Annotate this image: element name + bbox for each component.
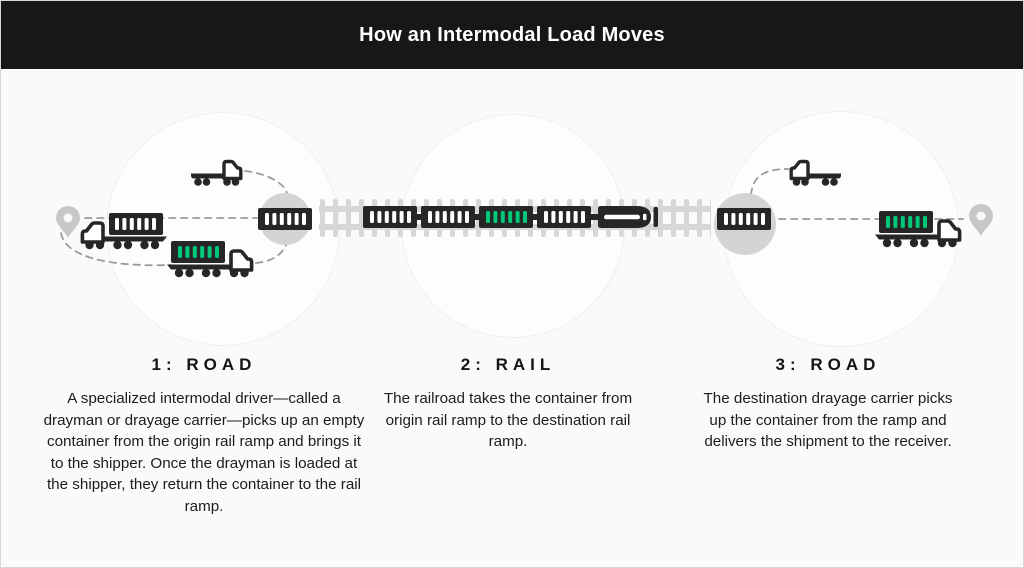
container-on-origin-ramp-icon — [258, 208, 312, 230]
stage-1-column: 1: ROAD A specialized intermodal driver—… — [39, 341, 369, 517]
destination-container-truck-icon — [875, 211, 960, 247]
stage-3-column: 3: ROAD The destination drayage carrier … — [703, 341, 953, 517]
empty-chassis-truck-icon — [189, 159, 243, 188]
illustration-area: 1: ROAD A specialized intermodal driver—… — [1, 69, 1023, 567]
stage-descriptions: 1: ROAD A specialized intermodal driver—… — [1, 341, 1023, 517]
intermodal-illustration — [56, 159, 993, 341]
stage-1-heading: 1: ROAD — [151, 355, 257, 374]
stage-2-column: 2: RAIL The railroad takes the container… — [383, 341, 633, 517]
intermodal-train-icon — [363, 206, 658, 228]
empty-chassis-truck-icon — [789, 159, 843, 188]
destination-pin-icon — [969, 204, 993, 236]
railcar-icon — [421, 206, 475, 228]
railcar-icon — [363, 206, 417, 228]
railcar-loaded-icon — [479, 206, 533, 228]
stage-3-description: The destination drayage carrier picks up… — [703, 390, 953, 451]
stage-1-description: A specialized intermodal driver—called a… — [43, 390, 365, 515]
railcar-icon — [537, 206, 591, 228]
inbound-container-truck-icon — [82, 213, 167, 249]
page-title: How an Intermodal Load Moves — [359, 23, 665, 46]
loaded-container-truck-icon — [167, 241, 252, 277]
header-bar: How an Intermodal Load Moves — [1, 1, 1023, 69]
stage-2-description: The railroad takes the container from or… — [383, 390, 633, 451]
stage-2-heading: 2: RAIL — [460, 355, 556, 374]
stage-3-heading: 3: ROAD — [775, 355, 881, 374]
origin-pin-icon — [56, 206, 80, 238]
container-on-destination-ramp-icon — [717, 208, 771, 230]
